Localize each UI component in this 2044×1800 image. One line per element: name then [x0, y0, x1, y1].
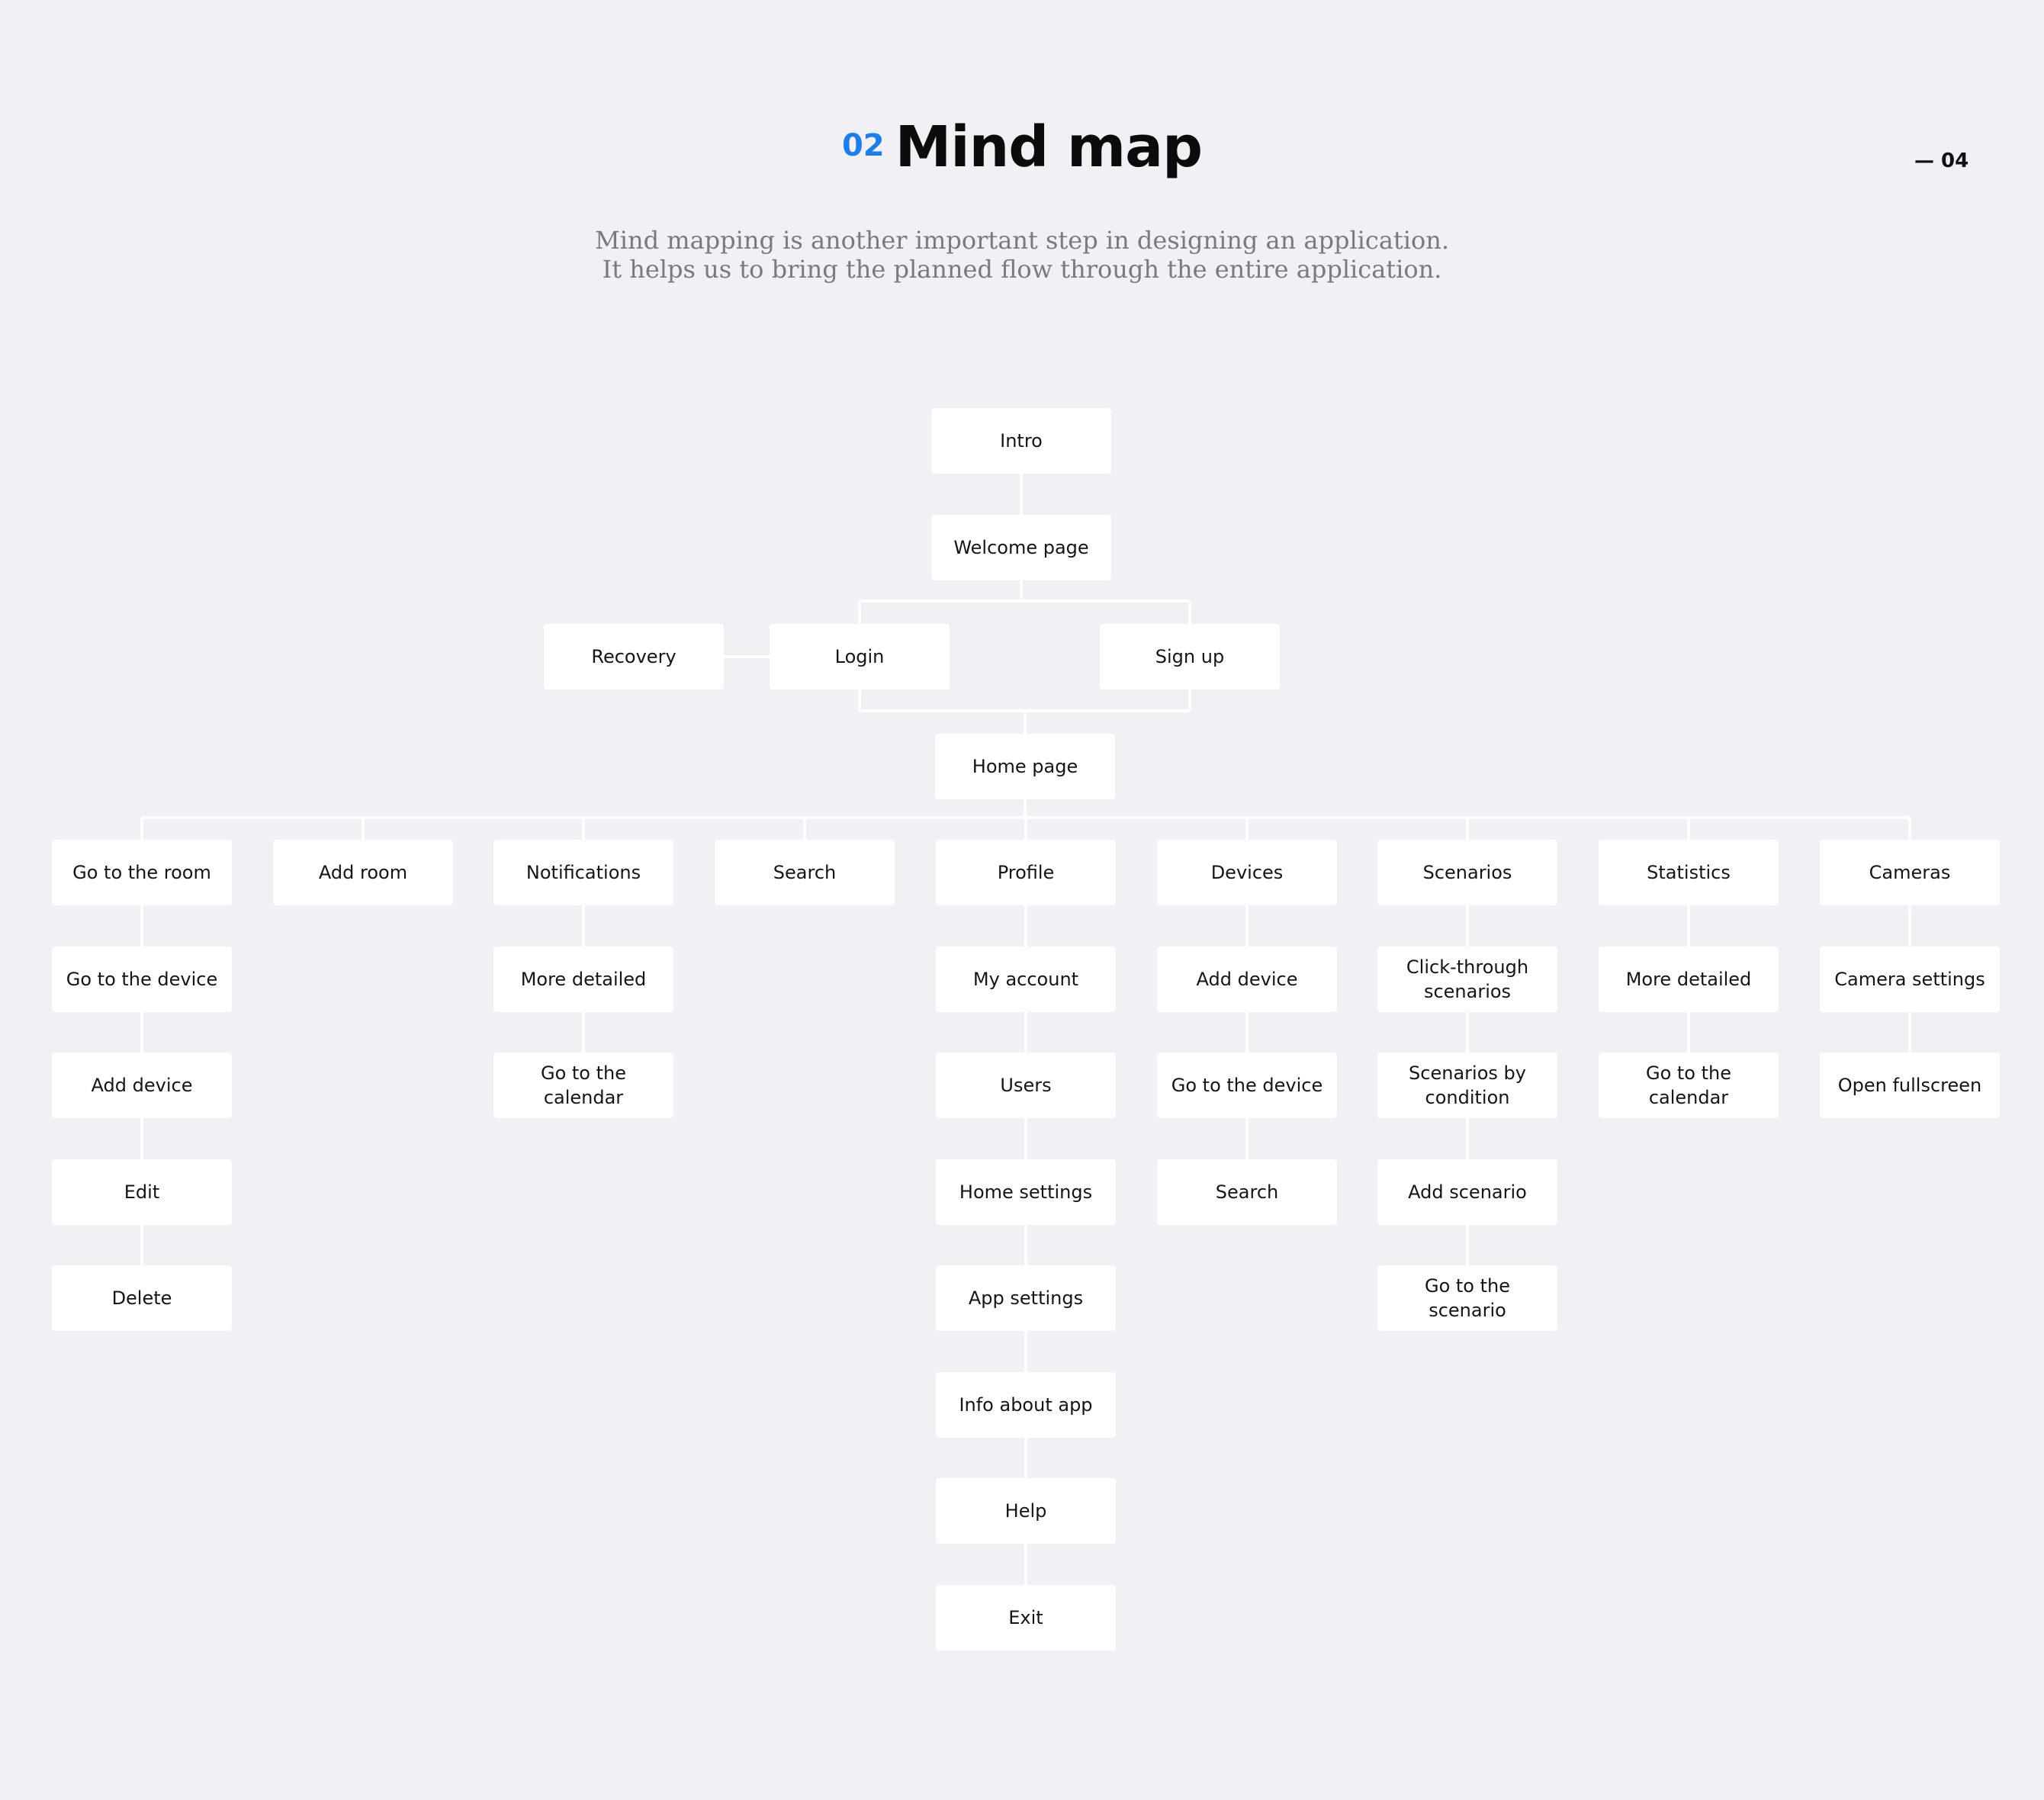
- node-my-account[interactable]: My account: [936, 947, 1116, 1012]
- node-add-scenario[interactable]: Add scenario: [1377, 1159, 1557, 1225]
- node-info-about-app[interactable]: Info about app: [936, 1372, 1116, 1438]
- node-go-to-the-device[interactable]: Go to the device: [1157, 1053, 1337, 1118]
- node-notifications[interactable]: Notifications: [493, 840, 673, 905]
- node-camera-settings[interactable]: Camera settings: [1820, 947, 2000, 1012]
- node-home-settings[interactable]: Home settings: [936, 1159, 1116, 1225]
- section-number: 02: [841, 128, 885, 163]
- node-open-fullscreen[interactable]: Open fullscreen: [1820, 1053, 2000, 1118]
- node-sign-up[interactable]: Sign up: [1100, 624, 1280, 689]
- node-more-detailed[interactable]: More detailed: [493, 947, 673, 1012]
- node-scenarios[interactable]: Scenarios: [1377, 840, 1557, 905]
- node-go-to-the-device[interactable]: Go to the device: [52, 947, 232, 1012]
- node-cameras[interactable]: Cameras: [1820, 840, 2000, 905]
- node-add-device[interactable]: Add device: [1157, 947, 1337, 1012]
- node-statistics[interactable]: Statistics: [1599, 840, 1779, 905]
- node-scenarios-by-condition[interactable]: Scenarios by condition: [1377, 1053, 1557, 1118]
- node-intro[interactable]: Intro: [931, 408, 1111, 474]
- node-add-room[interactable]: Add room: [273, 840, 453, 905]
- node-exit[interactable]: Exit: [936, 1585, 1116, 1651]
- node-go-to-the-calendar[interactable]: Go to the calendar: [1599, 1053, 1779, 1118]
- node-search[interactable]: Search: [1157, 1159, 1337, 1225]
- node-devices[interactable]: Devices: [1157, 840, 1337, 905]
- node-click-through-scenarios[interactable]: Click-through scenarios: [1377, 947, 1557, 1012]
- node-add-device[interactable]: Add device: [52, 1053, 232, 1118]
- node-users[interactable]: Users: [936, 1053, 1116, 1118]
- node-recovery[interactable]: Recovery: [544, 624, 724, 689]
- subtitle-line: Mind mapping is another important step i…: [594, 226, 1450, 255]
- node-delete[interactable]: Delete: [52, 1265, 232, 1331]
- node-more-detailed[interactable]: More detailed: [1599, 947, 1779, 1012]
- node-edit[interactable]: Edit: [52, 1159, 232, 1225]
- node-profile[interactable]: Profile: [936, 840, 1116, 905]
- node-go-to-the-scenario[interactable]: Go to the scenario: [1377, 1265, 1557, 1331]
- node-go-to-the-room[interactable]: Go to the room: [52, 840, 232, 905]
- section-title: Mind map: [895, 114, 1203, 180]
- node-help[interactable]: Help: [936, 1478, 1116, 1544]
- subtitle: Mind mapping is another important step i…: [0, 226, 2044, 284]
- node-search[interactable]: Search: [715, 840, 895, 905]
- node-welcome-page[interactable]: Welcome page: [931, 515, 1111, 580]
- page-number: — 04: [1914, 149, 1969, 172]
- subtitle-line: It helps us to bring the planned flow th…: [602, 255, 1442, 284]
- node-app-settings[interactable]: App settings: [936, 1265, 1116, 1331]
- node-home-page[interactable]: Home page: [935, 734, 1115, 799]
- node-go-to-the-calendar[interactable]: Go to the calendar: [493, 1053, 673, 1118]
- page-title: 02 Mind map: [0, 114, 2044, 180]
- node-login[interactable]: Login: [770, 624, 950, 689]
